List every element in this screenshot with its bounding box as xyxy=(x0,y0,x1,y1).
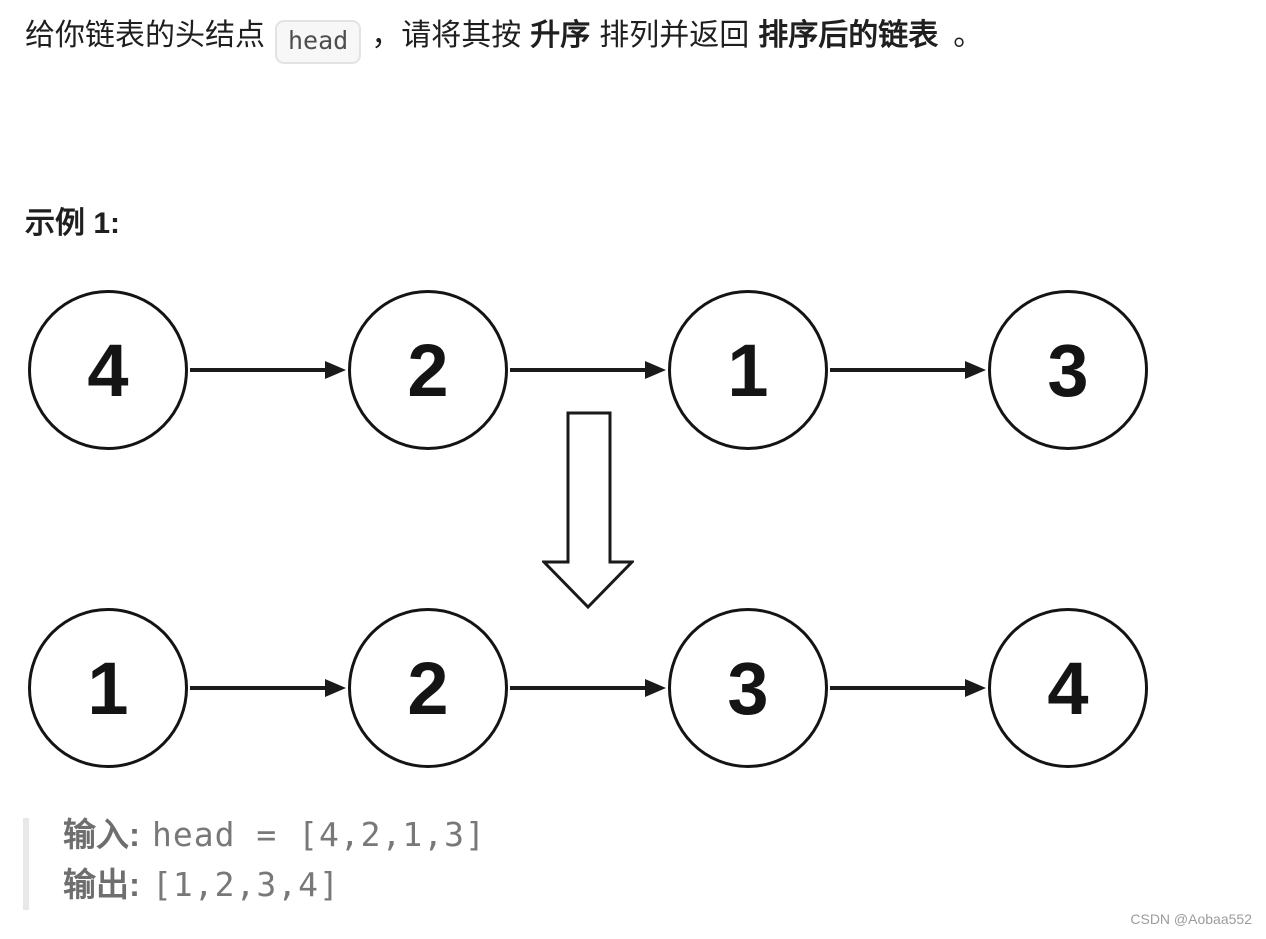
list-node: 3 xyxy=(668,608,828,768)
next-pointer-arrow-icon xyxy=(510,679,666,697)
list-node: 1 xyxy=(668,290,828,450)
output-line: 输出: [1,2,3,4] xyxy=(63,860,1246,910)
description-text-3: 排列并返回 xyxy=(599,19,750,52)
description-text-1: 给你链表的头结点 xyxy=(25,19,265,52)
arrow-line xyxy=(830,686,970,690)
arrow-line xyxy=(190,686,330,690)
next-pointer-arrow-icon xyxy=(190,679,346,697)
arrow-head xyxy=(965,361,986,379)
output-value: [1,2,3,4] xyxy=(152,865,340,904)
list-node: 2 xyxy=(348,608,508,768)
emphasis-sorted-list: 排序后的链表 xyxy=(758,19,939,52)
arrow-line xyxy=(510,368,650,372)
arrow-head xyxy=(965,679,986,697)
example-io-block: 输入: head = [4,2,1,3] 输出: [1,2,3,4] xyxy=(23,810,1246,910)
description-text-2: ，请将其按 xyxy=(371,19,522,52)
input-label: 输入: xyxy=(63,816,140,853)
next-pointer-arrow-icon xyxy=(190,361,346,379)
problem-description: 给你链表的头结点 head ，请将其按升序排列并返回排序后的链表。 xyxy=(25,12,1246,64)
input-value: head = [4,2,1,3] xyxy=(152,815,486,854)
next-pointer-arrow-icon xyxy=(830,679,986,697)
next-pointer-arrow-icon xyxy=(830,361,986,379)
list-node: 4 xyxy=(988,608,1148,768)
list-node: 4 xyxy=(28,290,188,450)
output-label: 输出: xyxy=(63,866,140,903)
csdn-watermark: CSDN @Aobaa552 xyxy=(1130,911,1252,927)
arrow-line xyxy=(830,368,970,372)
next-pointer-arrow-icon xyxy=(510,361,666,379)
arrow-head xyxy=(325,361,346,379)
arrow-head xyxy=(645,361,666,379)
description-text-4: 。 xyxy=(953,19,984,52)
arrow-head xyxy=(325,679,346,697)
example-1-heading: 示例 1: xyxy=(25,207,121,240)
io-block-left-bar xyxy=(23,818,29,910)
list-node: 1 xyxy=(28,608,188,768)
list-node: 3 xyxy=(988,290,1148,450)
io-lines: 输入: head = [4,2,1,3] 输出: [1,2,3,4] xyxy=(63,810,1246,910)
arrow-line xyxy=(190,368,330,372)
inline-code-head: head xyxy=(275,20,362,64)
arrow-head xyxy=(645,679,666,697)
arrow-line xyxy=(510,686,650,690)
sort-transform-down-arrow-icon xyxy=(542,411,634,609)
list-node: 2 xyxy=(348,290,508,450)
emphasis-ascending: 升序 xyxy=(530,19,591,52)
input-line: 输入: head = [4,2,1,3] xyxy=(63,810,1246,860)
